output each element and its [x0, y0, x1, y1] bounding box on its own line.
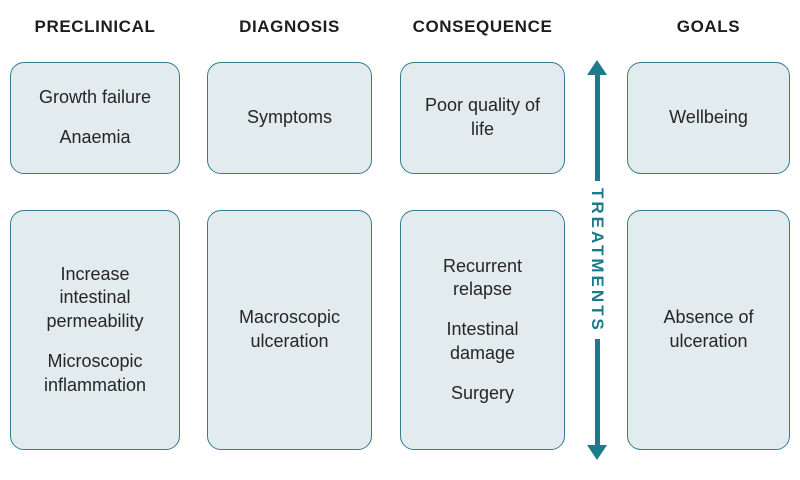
treatments-arrow: TREATMENTS — [584, 60, 610, 460]
box-text: Poor quality of life — [424, 95, 541, 139]
box-text: Increase intestinal permeability — [46, 263, 144, 332]
treatments-arrow-label: TREATMENTS — [588, 187, 607, 333]
column-header-consequence: CONSEQUENCE — [412, 17, 553, 36]
box-text: Absence of ulceration — [663, 307, 754, 351]
box-diagnosis-top: Symptoms — [207, 62, 372, 174]
column-header-preclinical: PRECLINICAL — [34, 17, 156, 36]
box-preclinical-bottom: Increase intestinal permeability Microsc… — [10, 210, 180, 450]
arrow-up-icon — [587, 60, 607, 75]
box-text: Macroscopic ulceration — [238, 307, 341, 351]
column-header-goals: GOALS — [676, 17, 741, 36]
box-preclinical-top: Growth failure Anaemia — [10, 62, 180, 174]
box-consequence-bottom: Recurrent relapse Intestinal damage Surg… — [400, 210, 565, 450]
box-text: Symptoms — [246, 107, 333, 128]
box-text: Recurrent relapse — [442, 255, 523, 300]
box-text: Intestinal damage — [446, 319, 519, 363]
box-text: Surgery — [450, 382, 515, 403]
arrow-line-top — [594, 75, 600, 181]
column-header-diagnosis: DIAGNOSIS — [239, 17, 340, 36]
arrow-line-bottom — [594, 339, 600, 445]
box-goals-top: Wellbeing — [627, 62, 790, 174]
box-diagnosis-bottom: Macroscopic ulceration — [207, 210, 372, 450]
box-text: Wellbeing — [669, 107, 748, 128]
box-goals-bottom: Absence of ulceration — [627, 210, 790, 450]
box-consequence-top: Poor quality of life — [400, 62, 565, 174]
box-text: Microscopic inflammation — [43, 350, 147, 395]
box-text: Growth failure — [38, 87, 152, 108]
box-text: Anaemia — [59, 127, 131, 147]
arrow-down-icon — [587, 445, 607, 460]
